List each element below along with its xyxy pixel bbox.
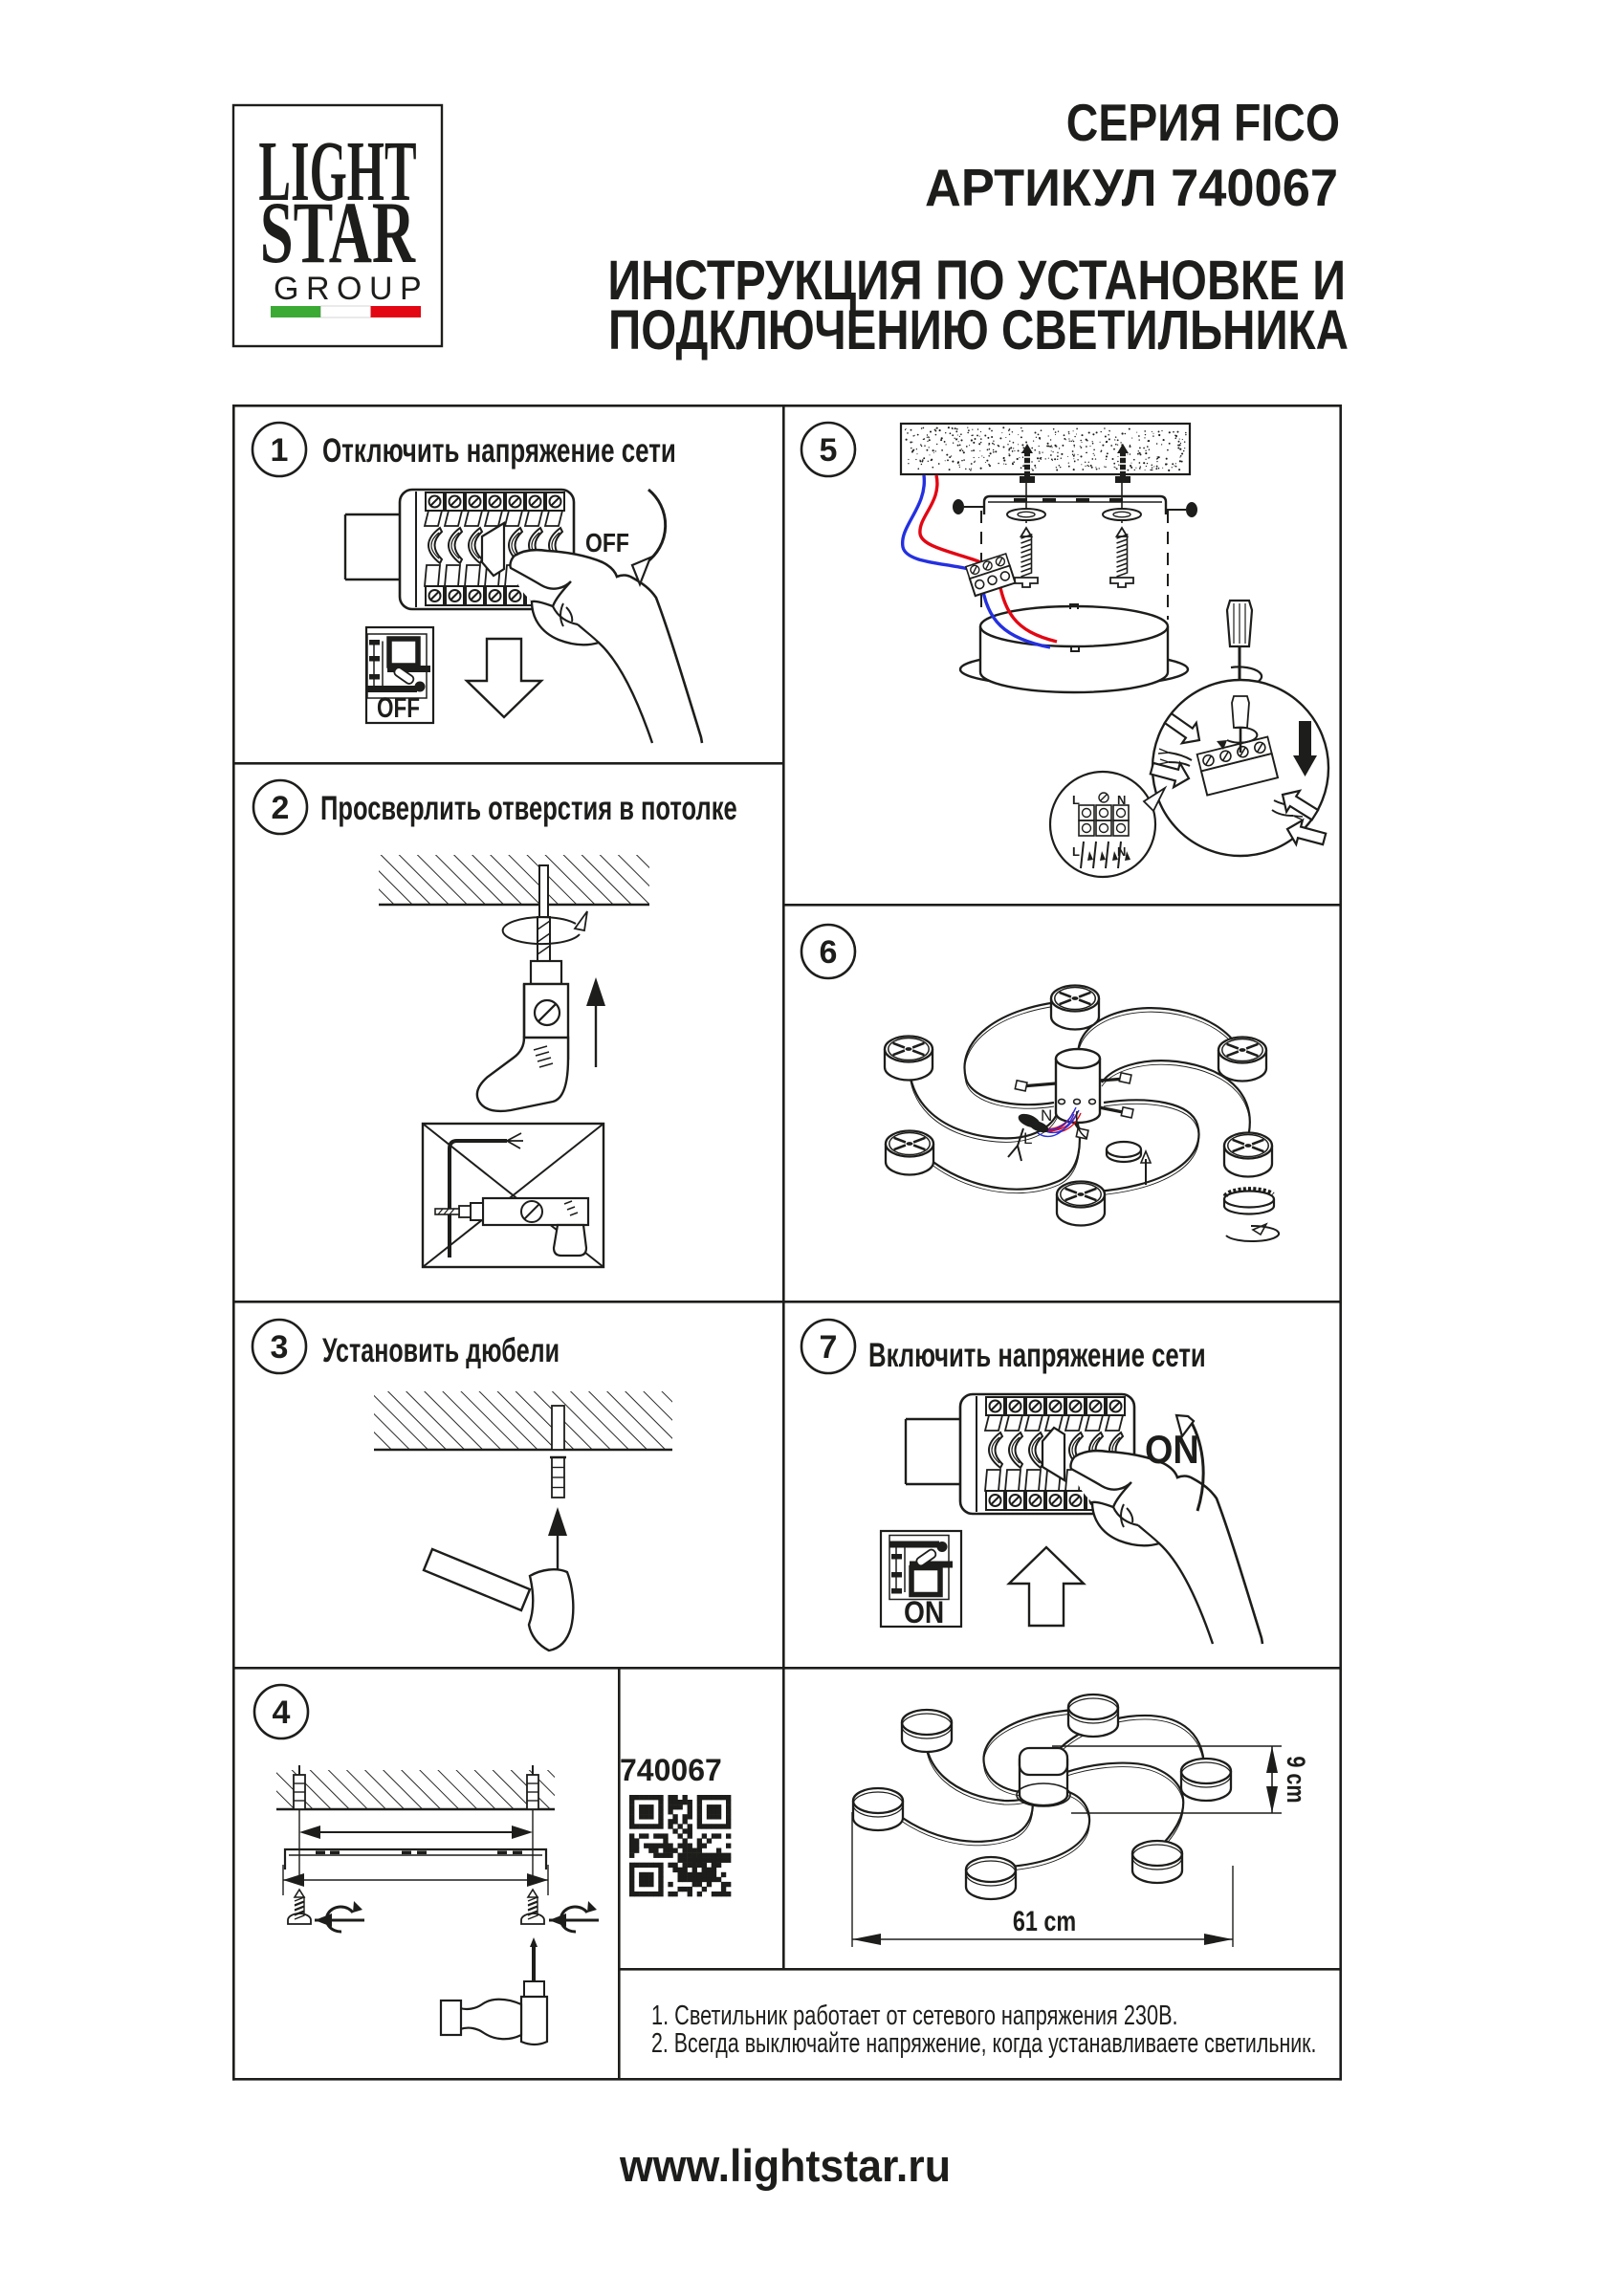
svg-text:L: L xyxy=(1023,1129,1032,1148)
svg-text:61 cm: 61 cm xyxy=(1013,1905,1076,1936)
svg-text:2. Всегда выключайте напряжени: 2. Всегда выключайте напряжение, когда у… xyxy=(651,2028,1316,2059)
svg-text:STAR: STAR xyxy=(260,185,416,282)
svg-text:АРТИКУЛ 740067: АРТИКУЛ 740067 xyxy=(925,159,1338,217)
svg-text:www.lightstar.ru: www.lightstar.ru xyxy=(619,2140,951,2191)
svg-text:Просверлить отверстия в потолк: Просверлить отверстия в потолке xyxy=(320,790,737,827)
svg-text:1: 1 xyxy=(271,432,289,469)
svg-text:N: N xyxy=(1041,1106,1052,1125)
svg-text:5: 5 xyxy=(820,432,838,469)
svg-text:ON: ON xyxy=(904,1596,944,1629)
svg-text:Установить дюбели: Установить дюбели xyxy=(322,1332,560,1369)
svg-text:GROUP: GROUP xyxy=(274,271,428,307)
svg-text:Отключить напряжение сети: Отключить напряжение сети xyxy=(322,431,676,470)
svg-text:N: N xyxy=(1117,844,1126,859)
svg-text:6: 6 xyxy=(820,934,838,971)
svg-text:9 cm: 9 cm xyxy=(1281,1756,1309,1803)
svg-text:L: L xyxy=(1072,844,1080,859)
svg-text:N: N xyxy=(1117,793,1126,807)
svg-text:ПОДКЛЮЧЕНИЮ СВЕТИЛЬНИКА: ПОДКЛЮЧЕНИЮ СВЕТИЛЬНИКА xyxy=(608,300,1349,362)
svg-text:OFF: OFF xyxy=(585,529,629,558)
svg-text:3: 3 xyxy=(271,1329,289,1366)
svg-text:740067: 740067 xyxy=(620,1753,722,1787)
svg-text:7: 7 xyxy=(820,1329,838,1366)
svg-text:1. Светильник работает от сете: 1. Светильник работает от сетевого напря… xyxy=(651,2001,1178,2031)
svg-text:СЕРИЯ FICO: СЕРИЯ FICO xyxy=(1066,93,1340,152)
svg-text:4: 4 xyxy=(273,1695,291,1731)
svg-text:ON: ON xyxy=(1145,1428,1199,1472)
svg-text:OFF: OFF xyxy=(377,691,420,724)
svg-text:LIGHT: LIGHT xyxy=(258,123,416,219)
svg-text:L: L xyxy=(1072,793,1080,807)
svg-text:ИНСТРУКЦИЯ ПО УСТАНОВКЕ И: ИНСТРУКЦИЯ ПО УСТАНОВКЕ И xyxy=(607,251,1346,312)
svg-text:2: 2 xyxy=(272,790,290,826)
svg-text:Включить напряжение сети: Включить напряжение сети xyxy=(868,1336,1206,1374)
